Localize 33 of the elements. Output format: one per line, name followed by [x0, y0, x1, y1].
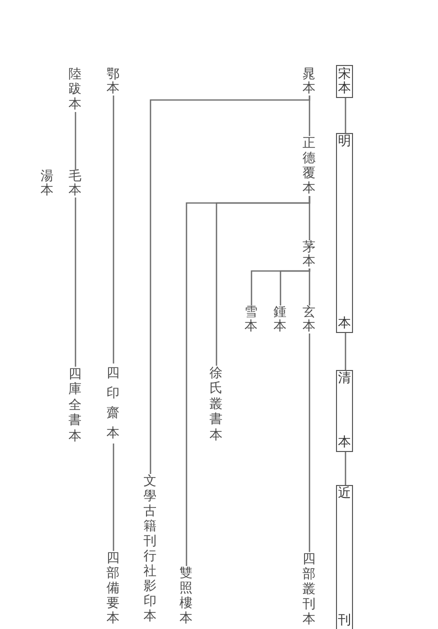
connector-line: [308, 268, 310, 306]
edition-label: 四庫全書本: [68, 366, 82, 444]
edition-label: 雙照樓本: [179, 566, 193, 626]
edition-label: 鄂本: [106, 68, 120, 96]
edition-label: 正德覆本: [302, 136, 316, 196]
edition-label: 晁本: [302, 68, 316, 96]
edition-label: 鍾本: [273, 306, 287, 334]
connector-line: [344, 333, 346, 370]
edition-label: 雪本: [244, 306, 258, 334]
connector-line: [112, 444, 114, 551]
connector-line: [74, 112, 76, 170]
edition-label: 毛本: [68, 170, 82, 198]
edition-label: 茅本: [302, 240, 316, 268]
connector-line: [344, 98, 346, 133]
connector-line: [74, 198, 76, 367]
edition-label: 玄本: [302, 306, 316, 334]
edition-label: 四印齋本: [106, 364, 120, 444]
connector-line: [112, 96, 114, 364]
edition-label: 文學古籍刊行社影印本: [143, 474, 157, 624]
era-box: 清本: [336, 370, 353, 452]
era-box: 明本: [336, 133, 353, 333]
connector-line: [344, 452, 346, 485]
edition-label: 陸跋本: [68, 67, 82, 112]
connector-line: [250, 268, 310, 306]
edition-label: 徐氏叢書本: [209, 366, 223, 444]
connector-line: [308, 334, 310, 552]
connector-line: [186, 196, 310, 566]
era-box: 近刊: [336, 485, 353, 629]
edition-label: 四部備要本: [106, 551, 120, 626]
edition-label: 四部叢刊本: [302, 552, 316, 627]
edition-label: 湯本: [40, 170, 54, 198]
connector-line: [150, 95, 310, 474]
era-box: 宋本: [336, 65, 353, 98]
